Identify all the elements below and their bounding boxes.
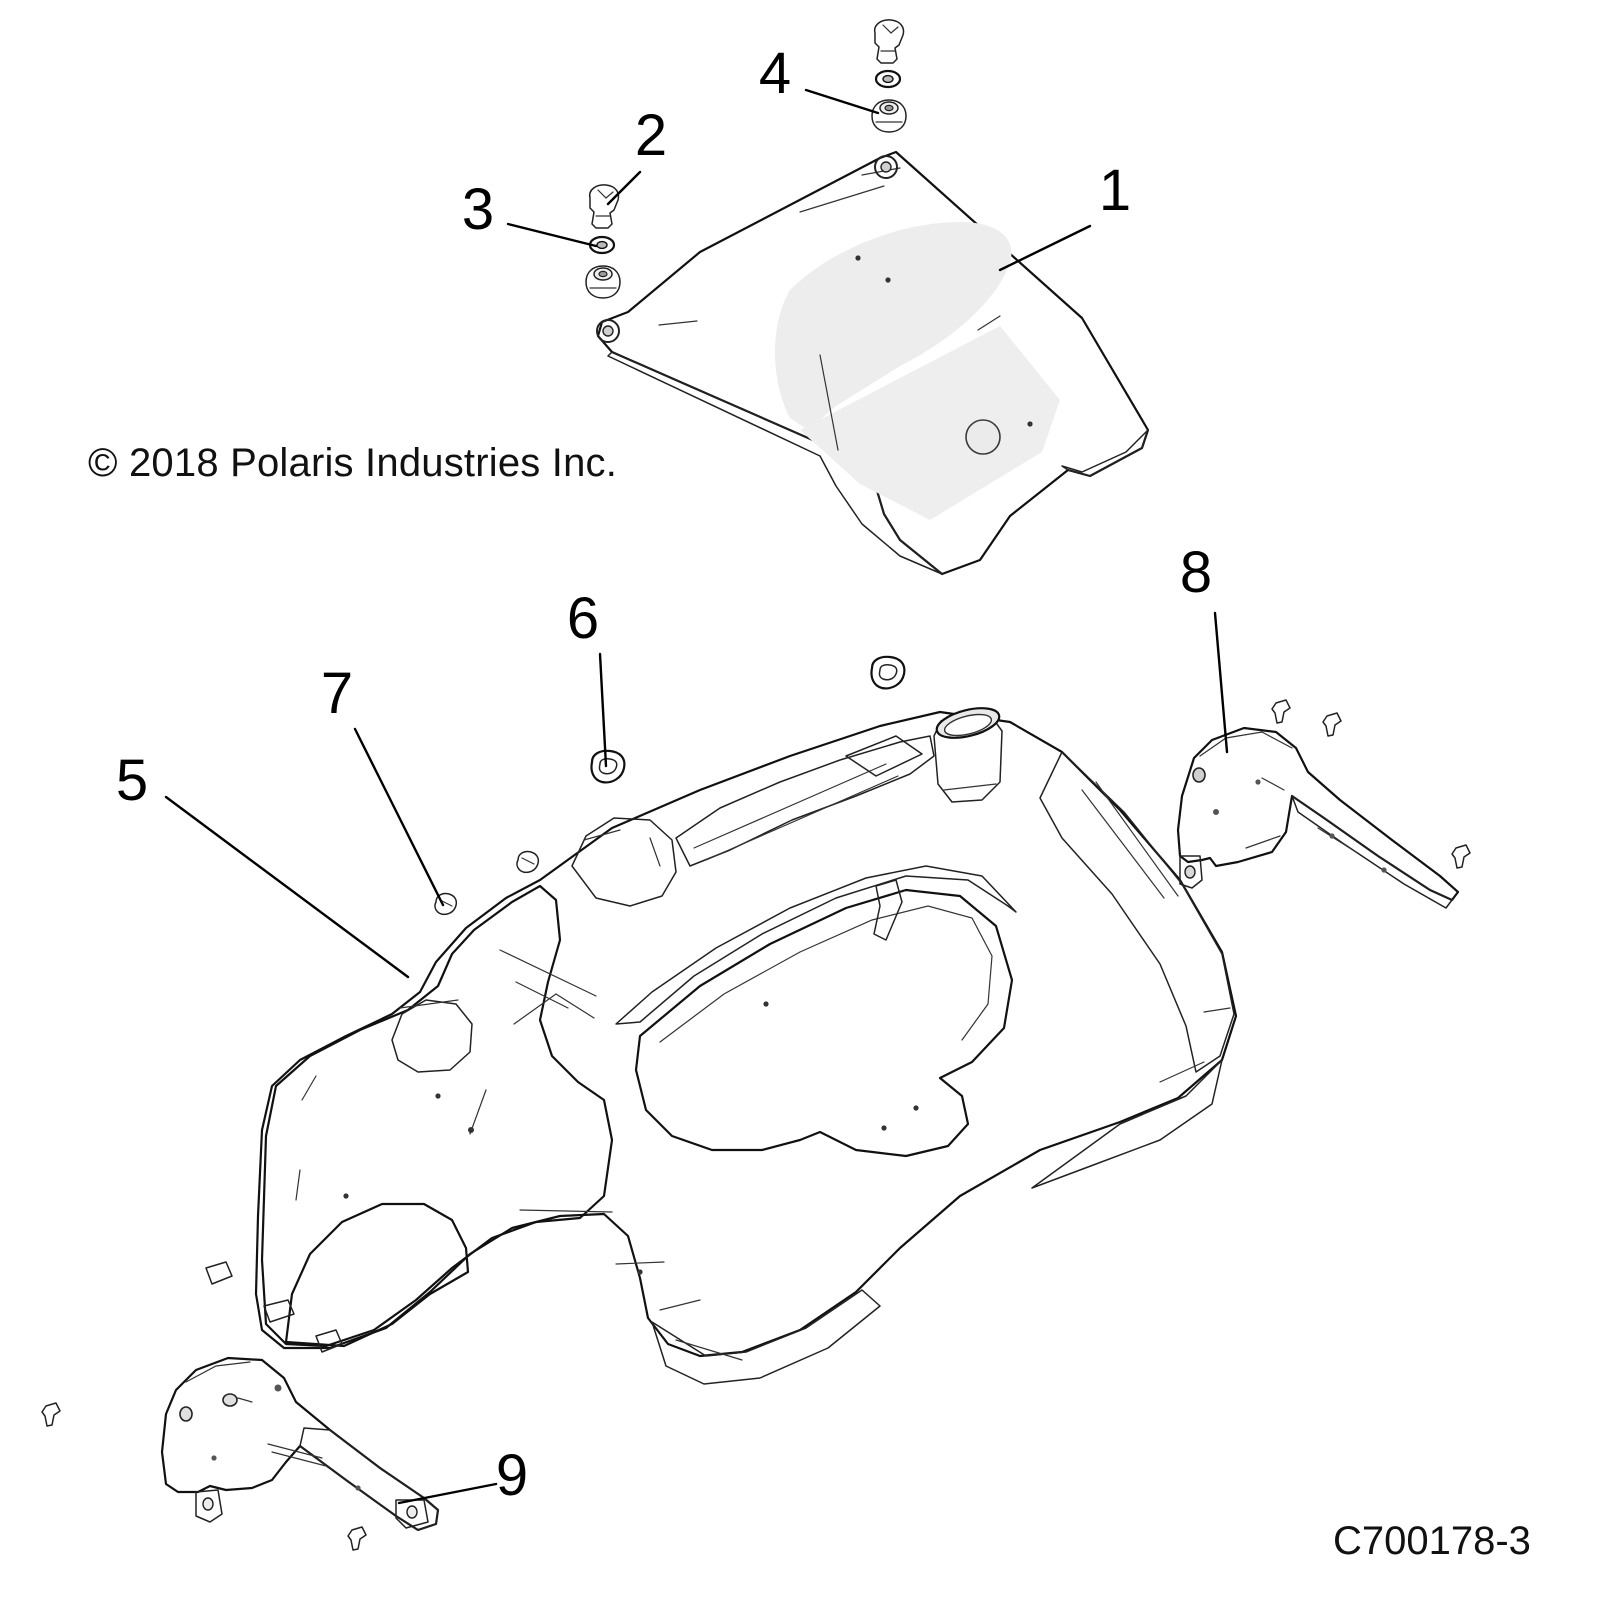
fastener-stack-left[interactable]	[585, 184, 621, 299]
oval-plug-installed	[870, 655, 906, 690]
grommet-icon-left[interactable]	[585, 265, 621, 299]
grommet-icon-right[interactable]	[871, 99, 907, 133]
callout-numbers: 1 2 3 4 5 6 7 8 9	[116, 41, 1212, 1508]
part-oval-plug[interactable]	[590, 749, 626, 784]
callout-2[interactable]: 2	[635, 103, 667, 168]
push-pin-icon-9a[interactable]	[41, 1402, 61, 1427]
callout-9[interactable]: 9	[496, 1443, 528, 1508]
part-right-fender-flare[interactable]	[1176, 699, 1471, 909]
callout-8[interactable]: 8	[1180, 540, 1212, 605]
callout-7[interactable]: 7	[321, 661, 353, 726]
callout-5[interactable]: 5	[116, 748, 148, 813]
push-pin-icon-8c[interactable]	[1451, 844, 1471, 869]
callout-4[interactable]: 4	[759, 41, 791, 106]
washer-icon-right[interactable]	[874, 69, 902, 89]
leader-lines	[164, 88, 1229, 1505]
push-pin-icon-9b[interactable]	[347, 1526, 367, 1551]
push-rivet-icon-left[interactable]	[588, 184, 620, 229]
callout-6[interactable]: 6	[567, 586, 599, 651]
push-pin-icon-8a[interactable]	[1271, 699, 1291, 724]
part-left-fender-flare[interactable]	[41, 1356, 440, 1551]
fuel-filler-neck	[933, 707, 1003, 803]
fastener-stack-right[interactable]	[871, 19, 907, 133]
copyright-notice: © 2018 Polaris Industries Inc.	[88, 441, 618, 485]
push-rivet-icon-right[interactable]	[873, 19, 905, 64]
part-front-body-panel[interactable]	[205, 703, 1238, 1385]
callout-1[interactable]: 1	[1099, 158, 1131, 223]
drawing-number: C700178-3	[1333, 1519, 1531, 1563]
callout-3[interactable]: 3	[462, 177, 494, 242]
part-hood-panel[interactable]	[596, 150, 1150, 576]
body-clip-secondary	[516, 850, 540, 874]
push-pin-icon-8b[interactable]	[1322, 712, 1342, 737]
